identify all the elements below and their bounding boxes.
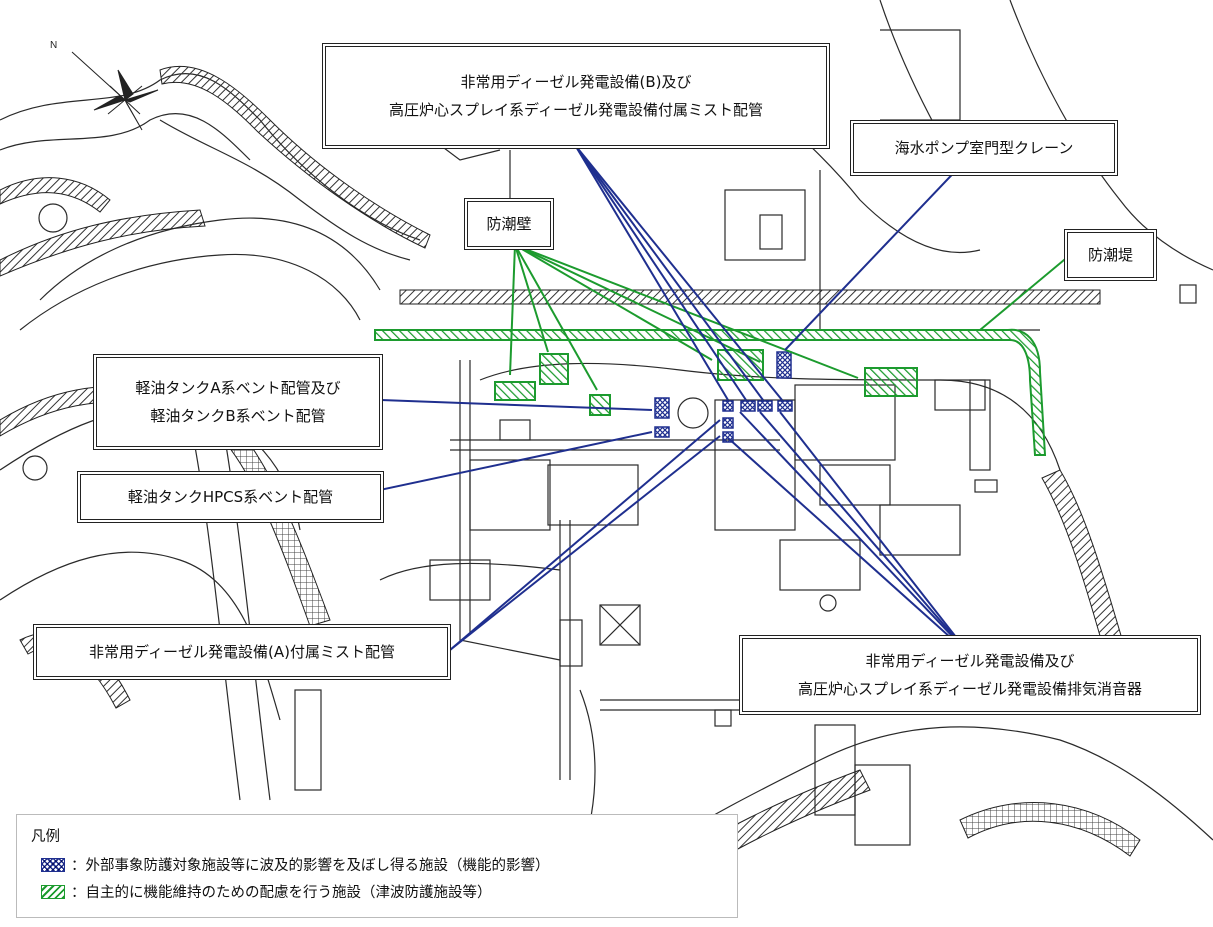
callout-line: 軽油タンクB系ベント配管 [150, 407, 326, 425]
legend-item-label: ：外部事象防護対象施設等に波及的影響を及ぼし得る施設（機能的影響） [71, 858, 550, 874]
legend-item-voluntary-facility: ：自主的に機能維持のための配慮を行う施設（津波防護施設等） [41, 881, 727, 902]
callout-line: 非常用ディーゼル発電設備(A)付属ミスト配管 [89, 642, 395, 661]
callout-line: 高圧炉心スプレイ系ディーゼル発電設備排気消音器 [798, 680, 1142, 698]
callout-line: 防潮堤 [1087, 245, 1133, 264]
tsunami-protection-facilities [374, 328, 1047, 456]
callout-line: 軽油タンクHPCS系ベント配管 [127, 487, 334, 506]
compass-north-label: N [50, 40, 57, 51]
callout-oil-tank-hpcs-vent: 軽油タンクHPCS系ベント配管 [77, 471, 384, 523]
callout-edg-a-mist-piping: 非常用ディーゼル発電設備(A)付属ミスト配管 [33, 624, 451, 680]
callout-line: 非常用ディーゼル発電設備(B)及び [460, 72, 692, 91]
callout-edg-exhaust-silencer: 非常用ディーゼル発電設備及び 高圧炉心スプレイ系ディーゼル発電設備排気消音器 [739, 635, 1201, 715]
callout-line: 非常用ディーゼル発電設備及び [865, 651, 1075, 670]
callout-oil-tank-ab-vent: 軽油タンクA系ベント配管及び 軽油タンクB系ベント配管 [93, 354, 383, 450]
green-hatch-swatch-icon [41, 884, 65, 899]
callout-line: 軽油タンクA系ベント配管及び [135, 378, 341, 397]
callout-line: 防潮壁 [486, 214, 532, 233]
blue-crosshatch-swatch-icon [41, 857, 65, 872]
legend-item-label: ：自主的に機能維持のための配慮を行う施設（津波防護施設等） [71, 885, 492, 901]
affected-facilities [654, 351, 793, 443]
callout-edg-b-mist-piping: 非常用ディーゼル発電設備(B)及び 高圧炉心スプレイ系ディーゼル発電設備付属ミス… [322, 43, 830, 149]
callout-line: 海水ポンプ室門型クレーン [894, 138, 1074, 157]
legend-item-affected-facility: ：外部事象防護対象施設等に波及的影響を及ぼし得る施設（機能的影響） [41, 854, 727, 875]
callout-line: 高圧炉心スプレイ系ディーゼル発電設備付属ミスト配管 [389, 101, 763, 119]
legend: 凡例 ：外部事象防護対象施設等に波及的影響を及ぼし得る施設（機能的影響） ：自主… [16, 814, 738, 918]
legend-title: 凡例 [31, 829, 60, 845]
callout-tide-embankment: 防潮堤 [1064, 229, 1157, 281]
callout-seawater-pump-crane: 海水ポンプ室門型クレーン [850, 120, 1118, 176]
compass-rose [71, 51, 159, 131]
callout-seawall: 防潮壁 [464, 198, 554, 250]
